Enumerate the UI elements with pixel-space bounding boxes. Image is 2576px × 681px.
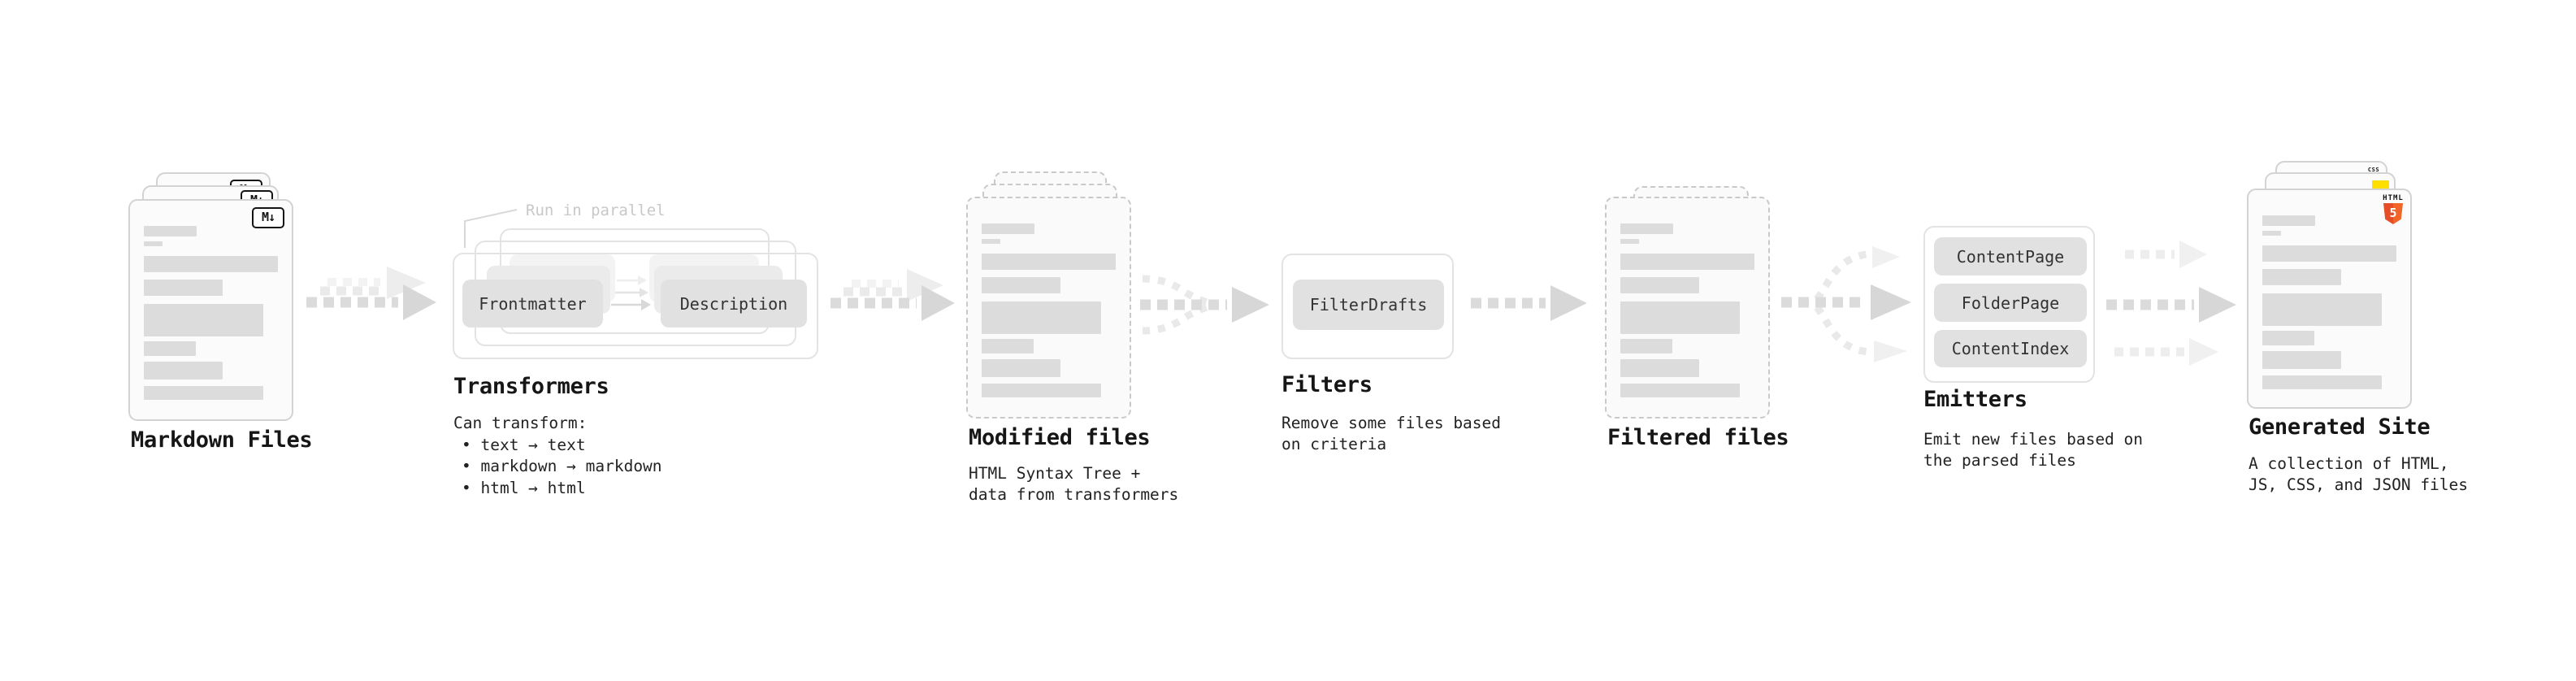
text-line-bar: [982, 339, 1034, 354]
text-line-bar: [1620, 239, 1639, 244]
note-line: • text → text: [462, 435, 586, 454]
note-line: • html → html: [462, 478, 586, 497]
emitters-container: [1923, 226, 2095, 383]
filtered-file-card-front: [1605, 197, 1770, 419]
text-line-bar: [982, 223, 1034, 234]
emitter-content-page-box: ContentPage: [1934, 237, 2087, 275]
run-in-parallel-note: Run in parallel: [526, 202, 666, 219]
stage-label-modified-files: Modified files: [969, 425, 1151, 450]
arrow-markdown-to-transformers: [306, 267, 436, 320]
emitter-content-index-box: ContentIndex: [1934, 330, 2087, 367]
html5-icon-number: 5: [2389, 206, 2397, 220]
stage-label-markdown-files: Markdown Files: [131, 427, 313, 453]
text-line-bar: [144, 341, 196, 356]
arrow-filters-to-filtered: [1471, 285, 1587, 321]
text-line-bar: [1620, 301, 1740, 334]
transformer-description-box: Description: [661, 280, 807, 327]
transformer-frontmatter-box: Frontmatter: [462, 280, 603, 327]
stage-label-emitters: Emitters: [1923, 387, 2027, 412]
text-line-bar: [982, 384, 1101, 397]
text-line-bar: [982, 254, 1116, 270]
arrow-filtered-to-emitters-fanout: [1781, 246, 1911, 362]
text-line-bar: [982, 277, 1060, 293]
text-line-bar: [1620, 359, 1699, 377]
text-line-bar: [1620, 277, 1699, 293]
note-line: JS, CSS, and JSON files: [2249, 475, 2469, 494]
text-line-bar: [144, 241, 163, 246]
text-line-bar: [2262, 215, 2315, 226]
note-line: data from transformers: [969, 485, 1179, 504]
note-line: on criteria: [1281, 435, 1387, 453]
text-line-bar: [982, 239, 1000, 244]
html5-icon-shield: 5: [2383, 203, 2403, 224]
generated-site-notes: A collection of HTML, JS, CSS, and JSON …: [2249, 453, 2468, 496]
text-line-bar: [2262, 331, 2314, 345]
arrow-modified-to-filters-merge: [1140, 275, 1269, 335]
text-line-bar: [1620, 223, 1673, 234]
text-line-bar: [144, 304, 263, 336]
text-line-bar: [144, 226, 197, 236]
text-line-bar: [144, 386, 263, 400]
text-line-bar: [2262, 375, 2382, 389]
text-line-bar: [144, 256, 278, 272]
text-line-bar: [982, 359, 1060, 377]
note-line: • markdown → markdown: [462, 457, 662, 475]
stage-label-filters: Filters: [1281, 372, 1373, 397]
modified-file-card-front: [966, 197, 1131, 419]
transformers-notes: Can transform: • text → text • markdown …: [453, 413, 662, 499]
markdown-file-card-front: M↓: [128, 199, 293, 421]
text-line-bar: [2262, 231, 2281, 236]
text-line-bar: [2262, 351, 2341, 369]
text-line-bar: [2262, 293, 2382, 326]
note-line: Remove some files based: [1281, 414, 1502, 432]
emitters-notes: Emit new files based on the parsed files: [1923, 429, 2143, 471]
text-line-bar: [1620, 254, 1754, 270]
filter-drafts-box: FilterDrafts: [1293, 280, 1444, 330]
parallel-note-callout-line: [464, 209, 518, 248]
arrow-transformers-to-modified: [830, 269, 955, 321]
markdown-icon: M↓: [252, 207, 284, 228]
note-line: Can transform:: [453, 414, 588, 432]
text-line-bar: [2262, 245, 2396, 262]
css-icon-label: CSS: [2367, 167, 2380, 173]
arrow-frontmatter-to-description: [611, 275, 651, 310]
filters-container: [1281, 254, 1454, 359]
emitter-folder-page-box: FolderPage: [1934, 284, 2087, 322]
html5-icon-label: HTML: [2383, 194, 2404, 202]
stage-label-generated-site: Generated Site: [2249, 414, 2431, 440]
text-line-bar: [144, 280, 223, 296]
note-line: Emit new files based on: [1923, 430, 2144, 449]
javascript-icon: [2372, 180, 2389, 190]
note-line: the parsed files: [1923, 451, 2076, 470]
note-line: HTML Syntax Tree +: [969, 464, 1141, 483]
note-line: A collection of HTML,: [2249, 454, 2449, 473]
filters-notes: Remove some files based on criteria: [1281, 413, 1501, 455]
text-line-bar: [1620, 384, 1740, 397]
stage-label-transformers: Transformers: [453, 374, 609, 399]
html5-icon: HTML 5: [2380, 194, 2406, 224]
text-line-bar: [144, 362, 223, 380]
transformers-container-front: [453, 253, 818, 359]
modified-files-notes: HTML Syntax Tree + data from transformer…: [969, 463, 1178, 505]
text-line-bar: [982, 301, 1101, 334]
arrow-emitters-to-generated: [2106, 241, 2236, 366]
text-line-bar: [1620, 339, 1672, 354]
generated-html-file-card: HTML 5: [2247, 189, 2412, 409]
stage-label-filtered-files: Filtered files: [1607, 425, 1789, 450]
text-line-bar: [2262, 269, 2341, 285]
